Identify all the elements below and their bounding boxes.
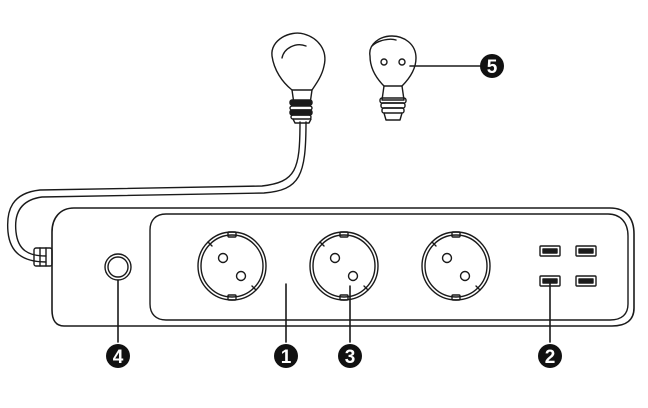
usb-port-icon xyxy=(575,245,597,257)
schuko-socket-1 xyxy=(197,231,267,301)
power-cable xyxy=(6,121,307,263)
callout-badge-1: 1 xyxy=(274,344,298,368)
cable-strain-relief xyxy=(33,247,53,267)
usb-port-icon xyxy=(575,275,597,287)
callout-number-1: 1 xyxy=(281,347,292,368)
leader-lines xyxy=(117,65,551,343)
callout-number-4: 4 xyxy=(113,347,124,368)
power-switch-icon xyxy=(104,253,132,281)
schuko-plug-icon xyxy=(271,32,326,124)
callout-badge-4: 4 xyxy=(106,344,130,368)
callout-number-5: 5 xyxy=(487,57,498,78)
schuko-socket-2 xyxy=(309,231,379,301)
usb-port-icon xyxy=(539,245,561,257)
callout-number-2: 2 xyxy=(545,347,556,368)
callout-badge-5: 5 xyxy=(480,54,504,78)
callout-badge-3: 3 xyxy=(338,344,362,368)
schuko-socket-3 xyxy=(421,231,491,301)
power-strip-body xyxy=(51,207,635,327)
socket-panel xyxy=(149,213,629,321)
separate-schuko-plug-icon xyxy=(369,35,417,121)
callout-badge-2: 2 xyxy=(538,344,562,368)
callout-number-3: 3 xyxy=(345,347,356,368)
usb-ports xyxy=(539,245,597,287)
